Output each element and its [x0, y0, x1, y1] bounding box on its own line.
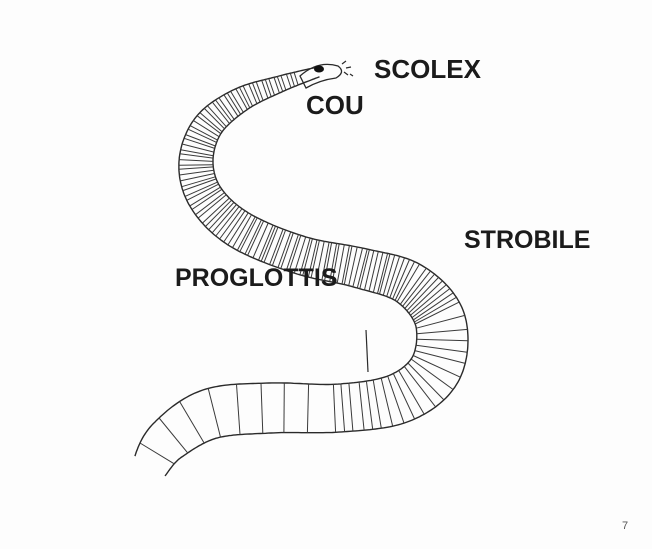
proglottid-segment	[180, 402, 205, 444]
proglottis-pointer-line	[366, 330, 368, 372]
proglottid-segment	[416, 345, 467, 352]
label-strobile: STROBILE	[464, 228, 590, 253]
proglottid-segment	[393, 260, 410, 300]
proglottid-segment	[366, 381, 372, 429]
proglottid-segment	[349, 247, 358, 286]
proglottid-segment	[252, 83, 260, 102]
scolex-hooks	[342, 61, 353, 76]
proglottid-segment	[208, 388, 220, 437]
page-number: 7	[622, 520, 628, 532]
body-outline-left	[135, 67, 417, 456]
proglottid-segment	[359, 382, 364, 430]
proglottid-segment	[353, 248, 363, 287]
proglottid-segment	[233, 215, 252, 248]
proglottid-segment	[333, 384, 335, 432]
label-cou: COU	[306, 92, 364, 118]
proglottid-segment	[179, 165, 213, 166]
label-scolex: SCOLEX	[374, 56, 481, 82]
proglottid-segment	[373, 380, 381, 428]
proglottid-segment	[220, 209, 242, 239]
proglottid-segment	[179, 167, 213, 169]
proglottid-segment	[415, 351, 465, 364]
proglottid-segment	[365, 251, 374, 291]
proglottid-segment	[341, 384, 345, 432]
proglottid-segment	[237, 384, 241, 434]
proglottid-segment	[256, 82, 263, 101]
proglottid-segment	[413, 356, 460, 378]
proglottid-segment	[294, 72, 298, 85]
proglottid-segment	[349, 383, 353, 431]
proglottid-segment	[286, 74, 291, 88]
proglottid-segment	[261, 383, 263, 433]
proglottid-segment	[417, 339, 468, 341]
proglottid-segment	[188, 129, 217, 142]
label-proglottis: PROGLOTTIS	[175, 266, 338, 291]
proglottid-segment	[413, 293, 453, 320]
proglottid-segment	[417, 329, 468, 333]
proglottid-segment	[159, 418, 188, 453]
proglottid-segment	[290, 73, 294, 86]
sucker-mark	[314, 66, 324, 73]
proglottid-segment	[360, 250, 370, 289]
proglottid-segment	[369, 251, 378, 291]
proglottid-segment	[140, 443, 174, 464]
proglottid-segment	[307, 384, 308, 433]
proglottid-segment	[416, 315, 465, 328]
proglottid-segment	[259, 225, 274, 260]
proglottid-segment	[357, 249, 367, 288]
scolex-head	[300, 61, 353, 88]
proglottid-segment	[411, 359, 453, 390]
proglottid-segment	[216, 207, 239, 236]
proglottid-segment	[378, 253, 388, 293]
proglottid-segment	[179, 160, 213, 162]
